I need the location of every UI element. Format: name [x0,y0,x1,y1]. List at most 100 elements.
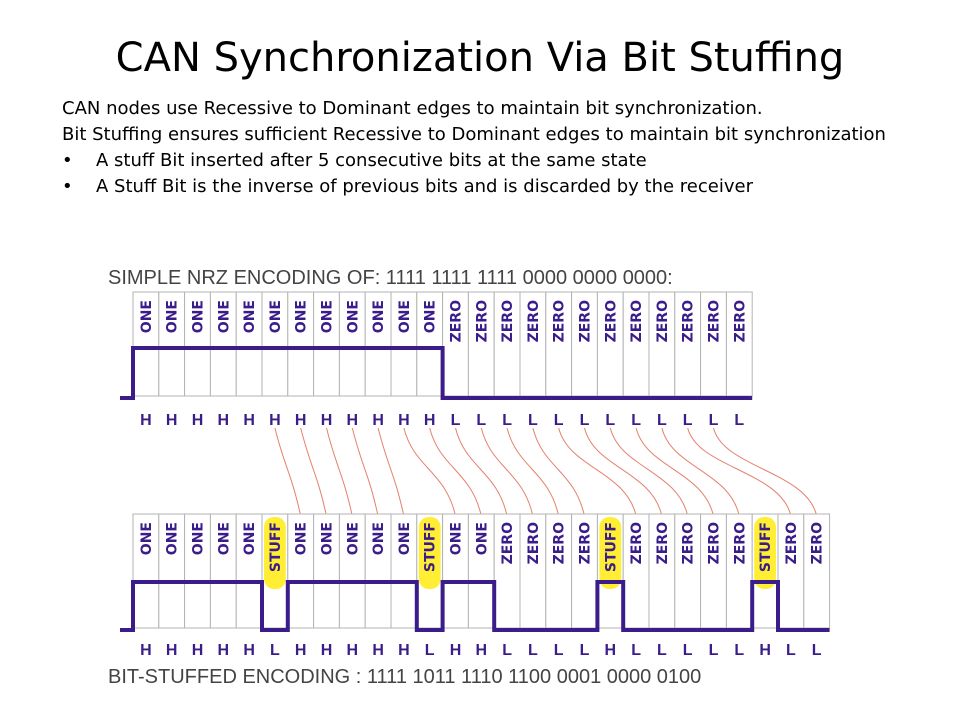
bit-value-label: ZERO [707,300,723,342]
nrz-level-label: L [451,412,461,429]
nrz-level-label: L [709,412,719,429]
slide-title: CAN Synchronization Via Bit Stuffing [115,35,845,81]
bit-value-label: ONE [191,522,207,555]
nrz-level-label: L [631,412,641,429]
bit-stuffing-diagram: SIMPLE NRZ ENCODING OF: 1111 1111 1111 0… [108,267,831,688]
bit-mapping-links [274,427,818,517]
nrz-bit-cell [622,291,650,397]
stuffed-bit-cell [442,513,469,629]
stuffed-level-label: L [528,642,538,659]
bit-value-label: ONE [320,300,336,333]
nrz-level-label: L [580,412,590,429]
stuffed-level-label: H [347,642,359,659]
bit-value-label: ZERO [655,522,671,564]
nrz-bit-cell [184,291,211,397]
nrz-bit-cell [338,291,366,397]
bit-mapping-curve [558,427,637,517]
stuff-highlight [754,517,776,589]
bit-value-label: ONE [320,522,336,555]
stuffed-level-label: H [476,642,488,659]
stuff-highlight [599,517,622,589]
nrz-bit-cell [467,291,495,397]
intro-line-2: Bit Stuffing ensures sufficient Recessiv… [62,124,886,145]
stuffed-bit-cell [571,513,598,629]
nrz-bit-cell [158,291,186,397]
nrz-bit-cell [287,291,315,397]
stuffed-level-label: H [605,642,617,659]
stuffed-bit-cell [777,513,805,629]
stuffed-level-label: L [683,642,693,659]
nrz-level-label: H [398,412,410,429]
stuffed-level-label: L [657,642,667,659]
stuffed-level-label: H [398,642,410,659]
stuffed-bit-cell [467,513,495,629]
nrz-level-label: L [502,412,512,429]
bit-value-label: ONE [397,522,413,555]
stuff-bit-label: STUFF [423,522,439,572]
nrz-level-label: H [218,412,230,429]
intro-line-1: CAN nodes use Recessive to Dominant edge… [62,98,763,119]
stuffed-bit-cell [364,513,392,629]
bit-value-label: ONE [294,300,310,333]
bit-value-label: ZERO [629,300,645,342]
bit-mapping-curve [326,427,353,517]
bit-mapping-curve [713,427,818,517]
bit-value-label: ZERO [474,300,490,342]
bit-mapping-curve [377,427,405,517]
bit-mapping-curve [661,427,740,517]
bit-value-label: ZERO [655,300,671,342]
stuffed-bit-cell [287,513,315,629]
bit-value-label: ZERO [526,522,542,564]
bit-value-label: ZERO [552,300,568,342]
stuffed-level-label: L [812,642,822,659]
bit-mapping-curve [455,427,508,517]
nrz-bit-cell [545,291,573,397]
bit-value-label: ONE [191,300,207,333]
bit-value-label: ZERO [449,300,465,342]
nrz-level-label: L [528,412,538,429]
stuffed-level-label: L [709,642,719,659]
nrz-level-label: L [734,412,744,429]
nrz-bit-cell [674,291,702,397]
bit-value-label: ONE [449,522,465,555]
bit-value-label: ZERO [732,522,748,564]
bit-value-label: ZERO [500,300,516,342]
stuffed-level-label: L [580,642,590,659]
nrz-level-label: H [295,412,307,429]
stuff-bit-label: STUFF [758,522,774,572]
stuffed-bit-cell [184,513,211,629]
bullet-item: A Stuff Bit is the inverse of previous b… [62,174,942,200]
bit-value-label: ONE [423,300,439,333]
bit-mapping-curve [687,427,792,517]
bit-value-label: ZERO [707,522,723,564]
nrz-level-label: H [166,412,178,429]
bit-value-label: ZERO [681,300,697,342]
bit-value-label: ONE [474,522,490,555]
nrz-level-label: L [605,412,615,429]
stuff-bit-label: STUFF [603,522,619,572]
stuffed-level-label: L [786,642,796,659]
bullet-item: A stuff Bit inserted after 5 consecutive… [62,148,942,174]
bit-value-label: ONE [242,300,258,333]
bit-value-label: ZERO [552,522,568,564]
stuffed-level-label: L [554,642,564,659]
bit-value-label: ZERO [810,522,826,564]
stuffed-bit-cell [622,513,650,629]
nrz-level-label: L [657,412,667,429]
nrz-signal-waveform [120,346,753,400]
stuffed-bit-cell [390,513,418,629]
slide-body: CAN nodes use Recessive to Dominant edge… [62,96,942,200]
bit-value-label: ZERO [578,300,594,342]
stuffed-level-label: L [270,642,280,659]
stuffed-level-label: L [502,642,512,659]
stuffed-level-label: H [140,642,152,659]
bit-value-label: ZERO [603,300,619,342]
bit-mapping-curve [609,427,689,517]
stuffed-level-label: H [295,642,307,659]
nrz-bit-cell [390,291,418,397]
bit-value-label: ONE [216,522,232,555]
bit-value-label: ZERO [784,522,800,564]
bit-value-label: ONE [165,300,181,333]
